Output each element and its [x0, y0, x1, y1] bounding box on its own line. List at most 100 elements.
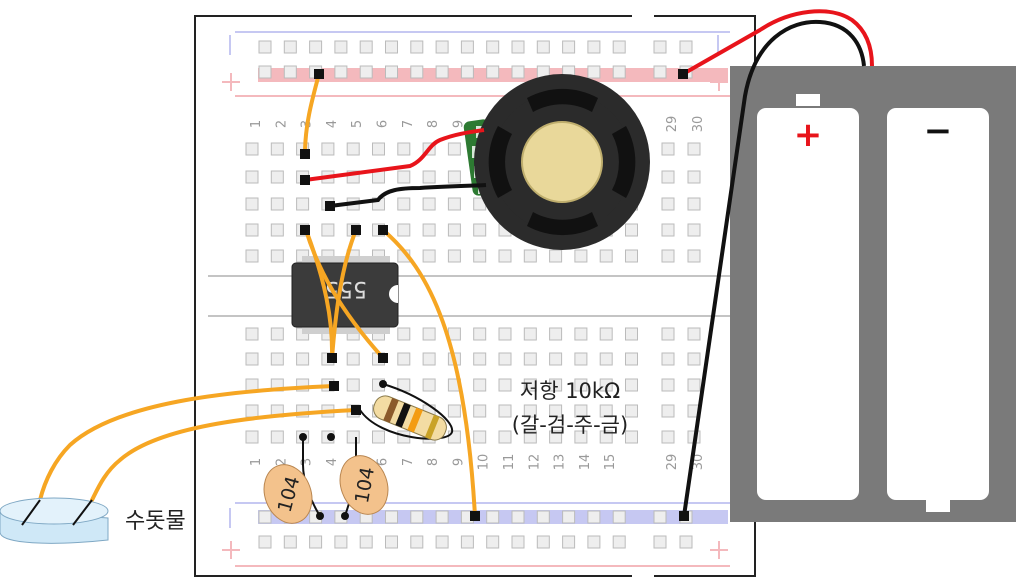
breadboard-hole [687, 352, 701, 366]
wire-endpoints [300, 69, 689, 521]
breadboard-hole [385, 40, 398, 54]
resistor-band-black [395, 402, 411, 428]
breadboard-hole [258, 510, 272, 524]
breadboard-hole [574, 352, 588, 366]
breadboard-hole [245, 430, 259, 444]
breadboard-hole [245, 404, 259, 418]
breadboard-hole [422, 223, 436, 237]
breadboard-hole [511, 535, 525, 549]
breadboard-hole [447, 197, 461, 211]
breadboard-hole [245, 142, 259, 156]
column-label: 1 [249, 120, 264, 128]
breadboard-hole [473, 430, 487, 444]
breadboard-hole [661, 327, 675, 341]
breadboard-hole [549, 327, 563, 341]
column-label: 2 [274, 120, 289, 128]
breadboard-hole [397, 327, 411, 341]
breadboard-hole [687, 249, 701, 263]
breadboard-hole [385, 510, 398, 524]
breadboard-hole [270, 170, 284, 184]
breadboard-hole [562, 510, 576, 524]
column-label: 8 [426, 120, 441, 128]
column-label: 7 [401, 120, 416, 128]
breadboard-hole [687, 327, 701, 341]
breadboard-hole [334, 40, 348, 54]
speaker-slot-right [612, 126, 636, 198]
speaker [463, 74, 650, 250]
column-label: 30 [691, 454, 706, 471]
breadboard-hole [599, 249, 613, 263]
ic-notch [389, 285, 398, 303]
capacitor-1 [263, 464, 313, 524]
breadboard-hole [410, 510, 424, 524]
breadboard-hole [486, 535, 500, 549]
breadboard-hole [549, 378, 563, 392]
breadboard-hole [258, 65, 272, 79]
breadboard-hole [334, 535, 348, 549]
resistor-note-line1: 저항 10kΩ [520, 379, 620, 403]
column-label: 15 [603, 454, 618, 471]
breadboard-hole [359, 535, 373, 549]
resistor-band-gold [424, 414, 440, 440]
battery-plus-symbol: + [794, 115, 823, 155]
orange-wires [38, 72, 477, 518]
breadboard-hole [258, 535, 272, 549]
breadboard-hole [422, 170, 436, 184]
breadboard-hole [447, 170, 461, 184]
breadboard-hole [687, 378, 701, 392]
column-label: 30 [691, 116, 706, 133]
breadboard-hole [599, 327, 613, 341]
breadboard-hole [473, 352, 487, 366]
breadboard-hole [625, 378, 638, 392]
breadboard-hole [410, 65, 424, 79]
breadboard-hole [679, 535, 693, 549]
breadboard-hole [435, 535, 449, 549]
speaker-slot-left [488, 126, 512, 198]
breadboard-hole [270, 327, 284, 341]
breadboard-hole [447, 430, 461, 444]
breadboard-hole [410, 40, 424, 54]
breadboard-hole [498, 352, 512, 366]
breadboard-hole [486, 65, 500, 79]
breadboard-hole [549, 404, 563, 418]
water-probe-wire-2 [90, 408, 358, 502]
breadboard-hole [270, 430, 284, 444]
breadboard-hole [679, 40, 693, 54]
wire-top-rail-to-pin [303, 72, 321, 156]
breadboard-hole [435, 510, 449, 524]
breadboard-hole [612, 535, 626, 549]
breadboard-hole [536, 535, 550, 549]
breadboard-hole [385, 535, 398, 549]
breadboard-hole [245, 223, 259, 237]
wire-cross-3 [304, 228, 335, 360]
speaker-cone [521, 121, 603, 203]
breadboard-hole [574, 378, 588, 392]
battery-minus-symbol: − [924, 111, 953, 151]
breadboard-hole [562, 535, 576, 549]
breadboard-hole [653, 510, 667, 524]
breadboard-hole [653, 535, 667, 549]
breadboard-hole [321, 142, 335, 156]
battery-cell-plus [757, 108, 859, 500]
resistor [359, 380, 454, 441]
breadboard-hole [587, 40, 601, 54]
breadboard-hole [270, 352, 284, 366]
top-rail-plus-mark-right [710, 73, 728, 91]
breadboard-hole [511, 510, 525, 524]
breadboard-hole [296, 352, 310, 366]
breadboard-hole [410, 535, 424, 549]
breadboard-hole [661, 249, 675, 263]
column-label: 3 [300, 458, 315, 466]
breadboard-hole [562, 40, 576, 54]
breadboard-hole [625, 249, 638, 263]
breadboard-hole [511, 65, 525, 79]
breadboard-hole [661, 223, 675, 237]
battery-tab-bottom [926, 500, 950, 512]
breadboard-hole [523, 249, 537, 263]
breadboard-hole [587, 510, 601, 524]
breadboard-hole [321, 223, 335, 237]
breadboard-hole [687, 223, 701, 237]
breadboard-hole [661, 404, 675, 418]
breadboard-hole [523, 430, 537, 444]
